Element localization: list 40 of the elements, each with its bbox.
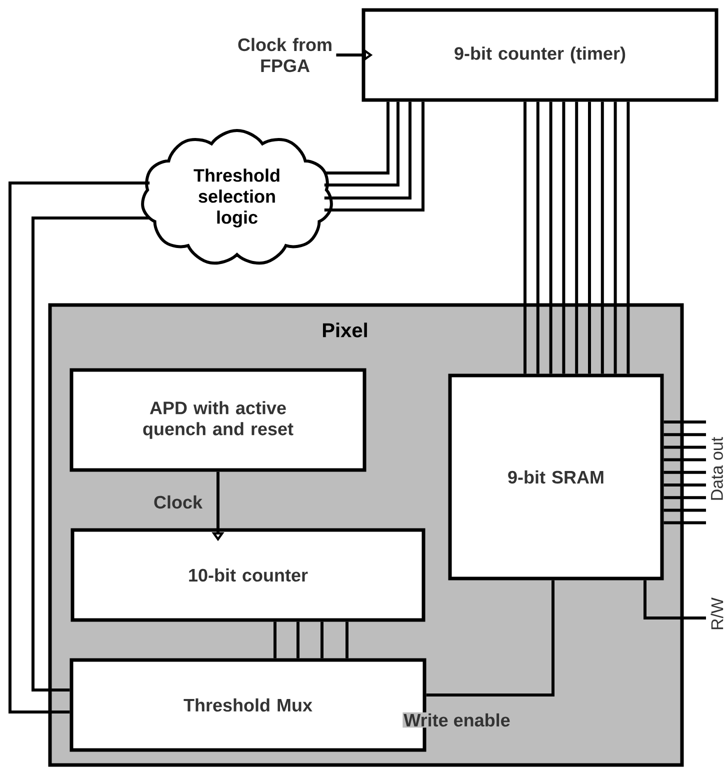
counter-box: 9-bit counter (timer) [362, 8, 718, 102]
signal-line [575, 102, 578, 374]
signal-line [664, 433, 706, 436]
signal-line [8, 182, 150, 714]
signal-line [324, 102, 424, 212]
sram-box: 9-bit SRAM [448, 374, 664, 580]
signal-line [664, 470, 706, 474]
signal-line [296, 622, 300, 658]
signal-line [664, 484, 706, 486]
signal-line [320, 622, 324, 658]
output-label: Data out [711, 437, 723, 500]
signal-line [626, 102, 630, 374]
signal-line [664, 496, 706, 500]
signal-label: R/W [710, 598, 724, 630]
signal-line [600, 102, 604, 374]
signal-line [324, 102, 390, 174]
signal-line [614, 102, 617, 374]
signal-line [664, 521, 706, 524]
signal-line [664, 458, 706, 462]
signal-line [32, 216, 150, 692]
logic-cloud: Threshold selection logic [141, 129, 333, 265]
signal-line [664, 446, 706, 449]
input-label: Clock from FPGA [238, 38, 332, 72]
signal-line [536, 102, 540, 374]
signal-line [664, 420, 706, 424]
signal-line [664, 508, 706, 512]
signal-line [562, 102, 566, 374]
edge-label: Write enable [402, 712, 512, 728]
signal-line [524, 102, 526, 374]
signal-line [588, 102, 591, 374]
signal-line [549, 102, 552, 374]
apd-box: APD with active quench and reset [70, 368, 366, 472]
signal-line [426, 580, 554, 696]
signal-line [324, 102, 400, 186]
counter-box: 10-bit counter [70, 528, 426, 622]
edge-label: Clock [152, 494, 204, 510]
signal-line [346, 622, 348, 658]
signal-line [324, 102, 412, 200]
signal-line [274, 622, 276, 658]
signal-line [644, 580, 706, 620]
